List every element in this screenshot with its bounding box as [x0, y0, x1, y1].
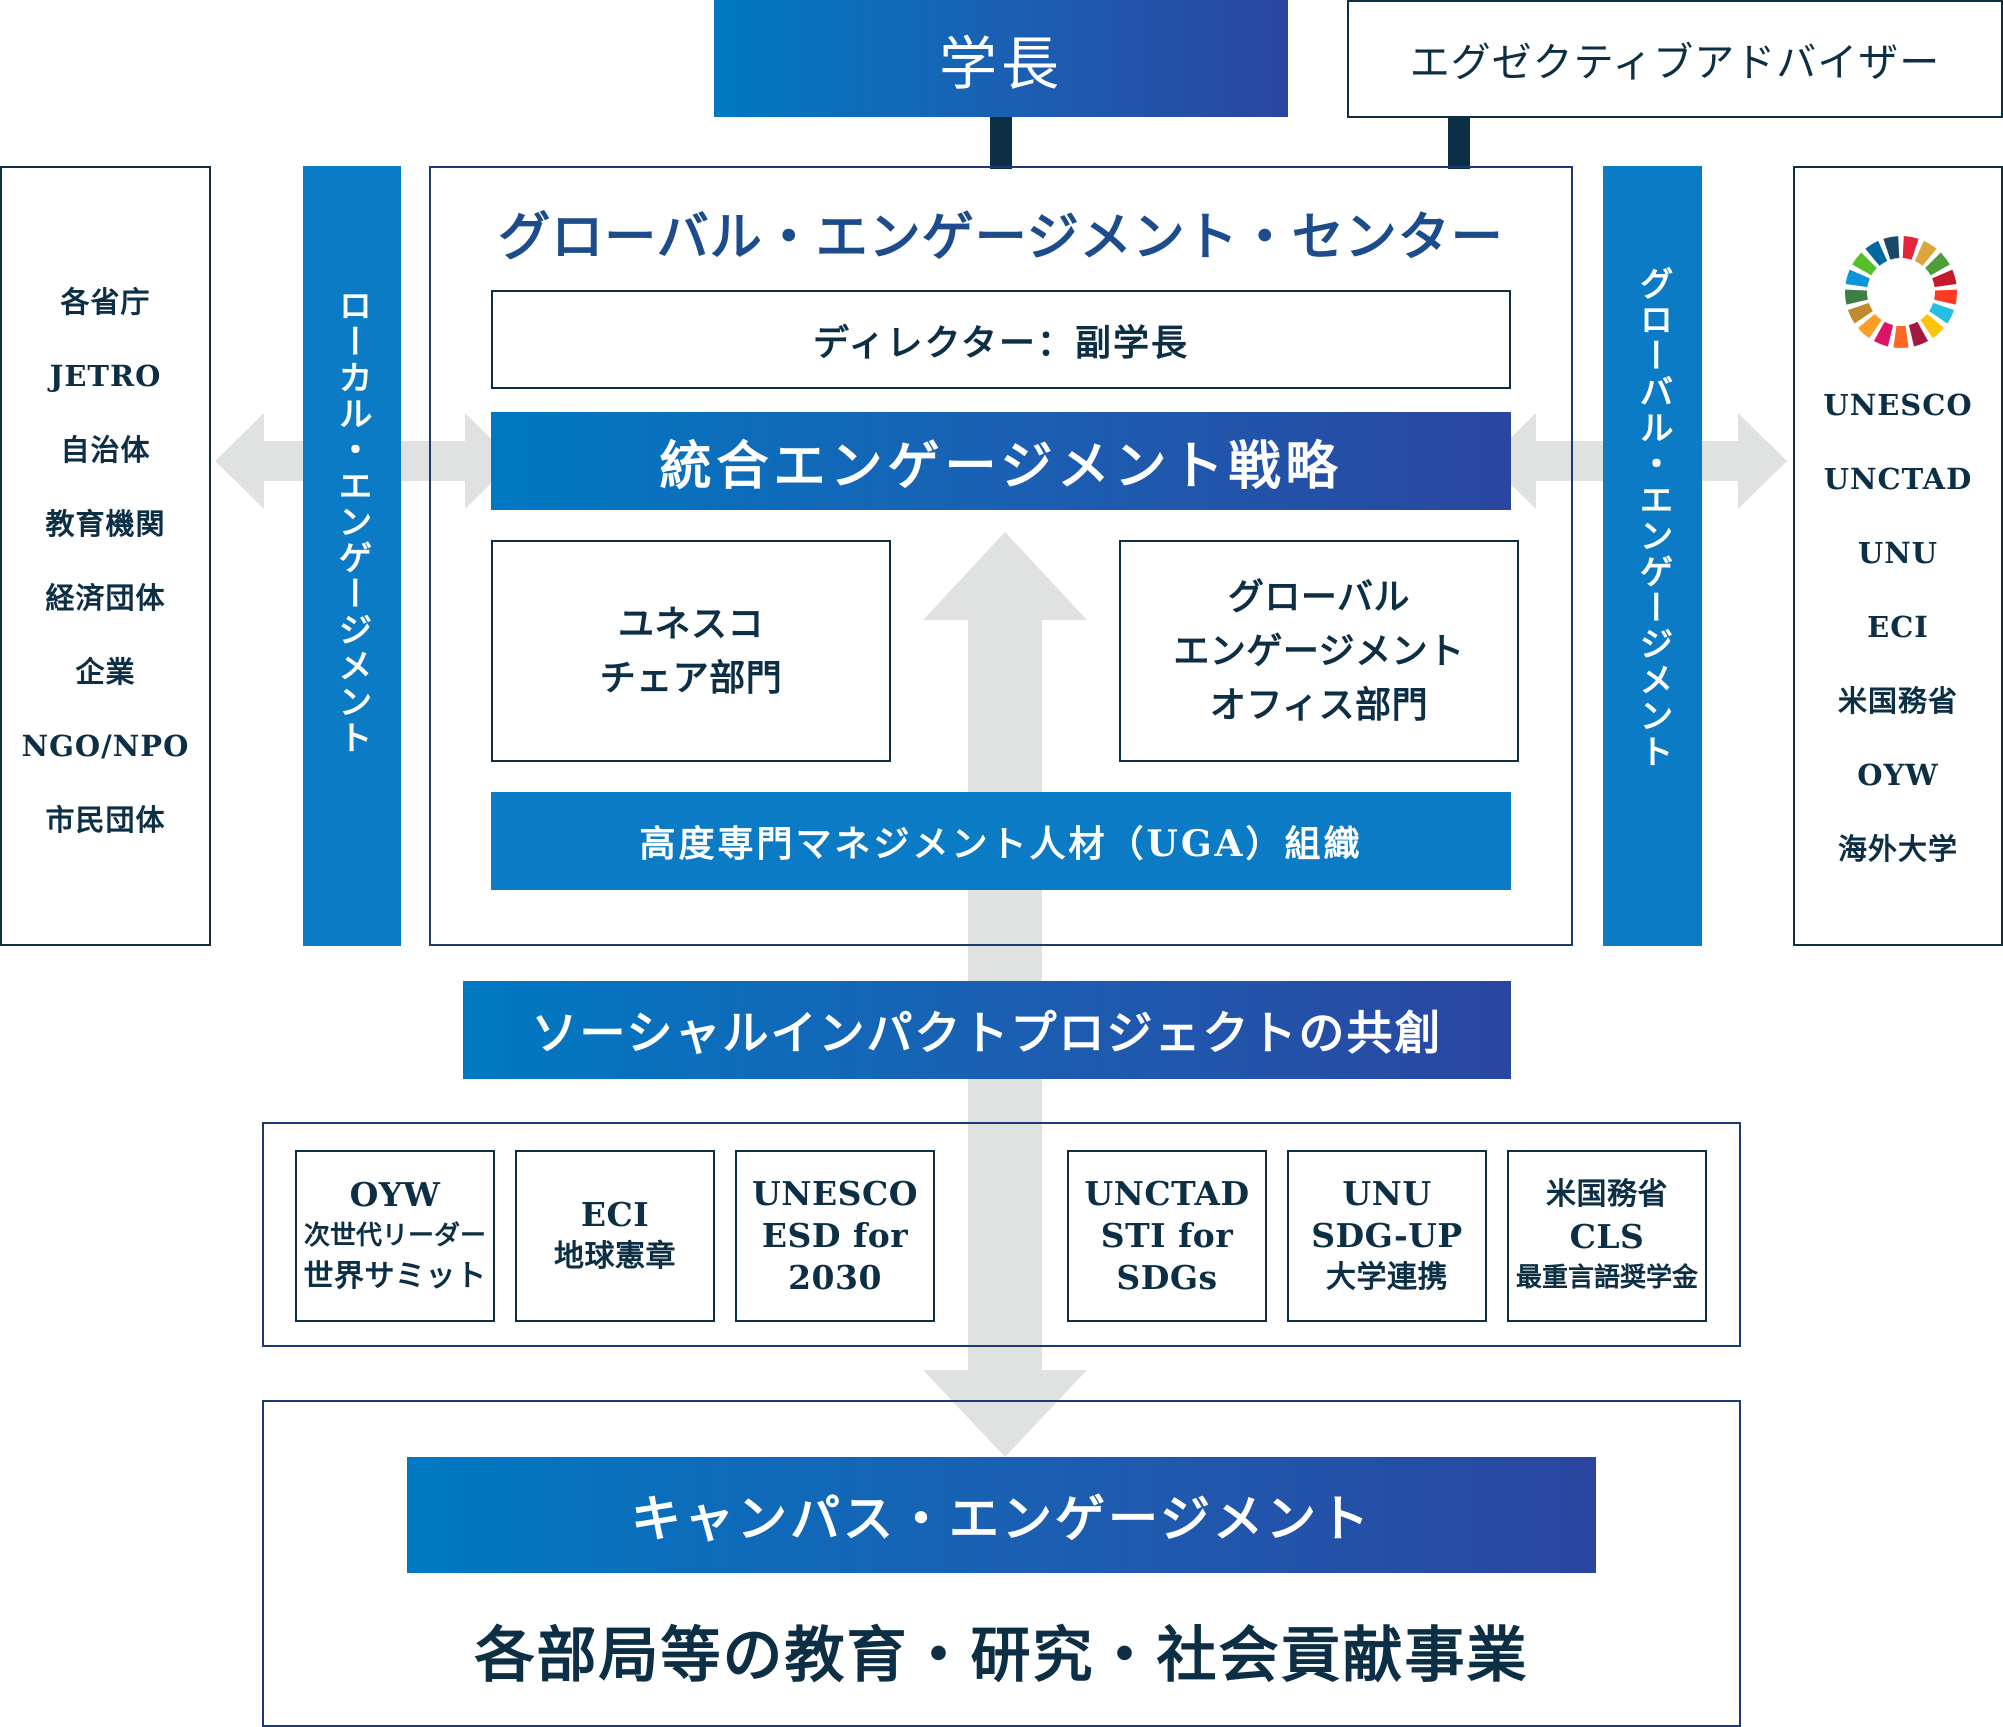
director-label: ディレクター：副学長: [812, 321, 1190, 364]
local-partner-item: 各省庁: [60, 285, 151, 319]
division-line: エンゲージメント: [1173, 630, 1465, 672]
division-line: オフィス部門: [1209, 684, 1429, 726]
project-box-oyw: OYW 次世代リーダー 世界サミット: [295, 1150, 495, 1322]
president-box: 学長: [714, 0, 1288, 117]
gec-box: [429, 166, 1573, 946]
division-line: ユネスコ: [617, 603, 764, 645]
uga-bar: 高度専門マネジメント人材（UGA）組織: [491, 792, 1511, 890]
local-engagement-bar: ローカル・エンゲージメント: [303, 166, 401, 946]
social-impact-label: ソーシャルインパクトプロジェクトの共創: [531, 1006, 1443, 1060]
project-line: 次世代リーダー: [303, 1221, 486, 1251]
local-partner-item: 経済団体: [45, 581, 166, 615]
division-line: チェア部門: [599, 657, 783, 699]
project-line: ECI: [580, 1195, 650, 1234]
global-engagement-office-division-box: グローバル エンゲージメント オフィス部門: [1119, 540, 1519, 762]
gec-title-text: グローバル・エンゲージメント・センター: [498, 207, 1504, 268]
uga-label: 高度専門マネジメント人材（UGA）組織: [639, 823, 1363, 865]
sdg-wheel-segment: [1914, 240, 1937, 266]
president-label: 学長: [938, 29, 1063, 98]
global-partner-item: OYW: [1857, 758, 1939, 792]
project-line: OYW: [349, 1175, 441, 1214]
sdg-wheel-segment: [1902, 236, 1919, 260]
sdg-wheel-segment: [1852, 252, 1877, 276]
unesco-chair-division-box: ユネスコ チェア部門: [491, 540, 891, 762]
sdg-wheel-segment: [1883, 236, 1900, 260]
sdg-wheel-segment: [1908, 321, 1929, 347]
global-engagement-bar: グローバル・エンゲージメント: [1603, 166, 1702, 946]
sdg-wheel-segment: [1925, 252, 1950, 276]
local-partner-item: JETRO: [49, 359, 162, 393]
local-partners-box: 各省庁 JETRO 自治体 教育機関 経済団体 企業 NGO/NPO 市民団体: [0, 166, 211, 946]
global-partners-box: UNESCO UNCTAD UNU ECI 米国務省 OYW 海外大学: [1793, 166, 2003, 946]
advisor-connector: [1448, 118, 1470, 169]
global-engagement-label: グローバル・エンゲージメント: [1633, 266, 1673, 770]
sdg-wheel-segment: [1865, 240, 1888, 266]
sdg-wheel-segment: [1845, 269, 1870, 288]
global-partner-item: UNU: [1857, 536, 1939, 570]
project-box-eci: ECI 地球憲章: [515, 1150, 715, 1322]
project-box-unu: UNU SDG-UP 大学連携: [1287, 1150, 1487, 1322]
project-line: 地球憲章: [554, 1239, 676, 1274]
sdg-wheel-segment: [1929, 302, 1955, 324]
strategy-label: 統合エンゲージメント戦略: [659, 435, 1343, 497]
gec-title: グローバル・エンゲージメント・センター: [429, 190, 1573, 275]
sdg-wheel-segment: [1920, 313, 1944, 339]
local-partner-item: 市民団体: [45, 803, 166, 837]
division-line: グローバル: [1227, 576, 1411, 618]
global-partner-item: 米国務省: [1837, 684, 1958, 718]
president-connector: [990, 117, 1012, 169]
local-partner-item: NGO/NPO: [21, 729, 190, 763]
executive-advisor-box: エグゼクティブアドバイザー: [1347, 0, 2003, 118]
project-line: STI for: [1100, 1216, 1234, 1255]
project-line: 世界サミット: [303, 1259, 487, 1294]
sdg-wheel-segment: [1893, 325, 1909, 348]
project-line: CLS: [1569, 1217, 1645, 1256]
campus-engagement-box: [262, 1400, 1741, 1727]
project-line: 米国務省: [1546, 1177, 1668, 1212]
sdgs-wheel-icon: [1845, 236, 1957, 348]
campus-subtitle-text: 各部局等の教育・研究・社会貢献事業: [474, 1620, 1529, 1691]
sdg-wheel-segment: [1858, 313, 1882, 339]
project-line: ESD for: [761, 1216, 909, 1255]
project-line: SDGs: [1116, 1258, 1218, 1297]
project-line: UNESCO: [752, 1174, 918, 1213]
global-partner-item: ECI: [1867, 610, 1929, 644]
global-partners-list: UNESCO UNCTAD UNU ECI 米国務省 OYW 海外大学: [1795, 368, 2001, 886]
social-impact-bar: ソーシャルインパクトプロジェクトの共創: [463, 981, 1511, 1079]
project-box-unctad: UNCTAD STI for SDGs: [1067, 1150, 1267, 1322]
local-partner-item: 教育機関: [45, 507, 166, 541]
sdg-wheel-segment: [1934, 289, 1957, 305]
project-box-state-department: 米国務省 CLS 最重言語奨学金: [1507, 1150, 1707, 1322]
project-line: 大学連携: [1326, 1260, 1448, 1295]
project-line: 2030: [788, 1258, 882, 1297]
project-line: SDG-UP: [1311, 1216, 1463, 1255]
local-partner-item: 企業: [75, 655, 136, 689]
global-partner-item: UNESCO: [1823, 388, 1973, 422]
sdg-wheel-segment: [1845, 289, 1868, 305]
projects-container: [262, 1122, 1741, 1347]
director-box: ディレクター：副学長: [491, 290, 1511, 389]
global-partner-item: UNCTAD: [1823, 462, 1973, 496]
project-box-unesco: UNESCO ESD for 2030: [735, 1150, 935, 1322]
campus-subtitle: 各部局等の教育・研究・社会貢献事業: [262, 1590, 1741, 1710]
global-partner-item: 海外大学: [1837, 832, 1958, 866]
sdg-wheel-segment: [1873, 321, 1894, 347]
local-partner-item: 自治体: [60, 433, 151, 467]
project-line: UNU: [1342, 1174, 1432, 1213]
local-engagement-label: ローカル・エンゲージメント: [332, 288, 372, 756]
sdg-wheel-segment: [1932, 269, 1957, 288]
sdg-wheel-segment: [1847, 302, 1873, 324]
campus-engagement-label: キャンパス・エンゲージメント: [631, 1489, 1372, 1548]
executive-advisor-label: エグゼクティブアドバイザー: [1409, 40, 1941, 86]
campus-engagement-bar: キャンパス・エンゲージメント: [407, 1457, 1596, 1573]
project-line: UNCTAD: [1084, 1174, 1250, 1213]
strategy-bar: 統合エンゲージメント戦略: [491, 412, 1511, 510]
project-line: 最重言語奨学金: [1515, 1263, 1698, 1293]
